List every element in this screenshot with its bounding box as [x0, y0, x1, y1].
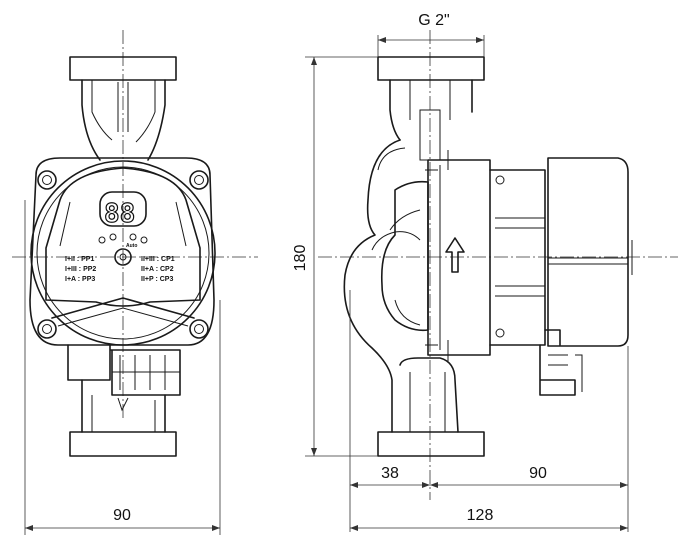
led-digits: 88	[104, 199, 135, 229]
thread-label: G 2"	[418, 12, 449, 29]
mode-left-1: I+II : PP1	[65, 256, 94, 263]
mode-left-3: I+A : PP3	[65, 276, 95, 283]
mode-right-1: II+III : CP1	[141, 256, 175, 263]
control-head	[547, 157, 629, 347]
inlet-offset-label: 38	[381, 465, 399, 482]
motor-face	[30, 160, 216, 346]
height-label: 180	[292, 245, 309, 272]
led-display	[99, 191, 147, 227]
mode-button	[114, 248, 132, 266]
indicator-lights	[98, 233, 148, 244]
front-top-flange	[69, 56, 177, 81]
front-bottom-flange	[69, 431, 177, 457]
front-housing	[29, 157, 215, 346]
side-top-flange	[377, 56, 485, 81]
side-bottom-flange	[377, 431, 485, 457]
mode-right-3: II+P : CP3	[141, 276, 173, 283]
volute-chamber	[380, 180, 429, 332]
housing-bolts	[37, 170, 209, 339]
cable-connector	[539, 329, 576, 396]
up-arrow-icon	[445, 237, 465, 273]
total-depth-label: 128	[467, 507, 494, 524]
mode-table-right: II+III : CP1 II+A : CP2 II+P : CP3	[141, 256, 175, 283]
auto-label: Auto	[126, 243, 137, 249]
motor-flange	[427, 159, 491, 356]
control-panel	[45, 167, 201, 307]
mode-right-2: II+A : CP2	[141, 266, 174, 273]
front-top-pipe	[81, 79, 166, 161]
motor-body	[489, 169, 546, 346]
side-view: G 2" 180 38 90 128	[292, 12, 678, 532]
mode-table-left: I+II : PP1 I+III : PP2 I+A : PP3	[65, 256, 96, 283]
front-view: 88 Auto I+II : PP1 I+III : PP2 I+A : PP3…	[12, 30, 258, 535]
volute-outline	[343, 139, 401, 433]
front-width-label: 90	[113, 507, 131, 524]
mode-left-2: I+III : PP2	[65, 266, 96, 273]
motor-depth-label: 90	[529, 465, 547, 482]
front-connector-box	[67, 344, 181, 396]
